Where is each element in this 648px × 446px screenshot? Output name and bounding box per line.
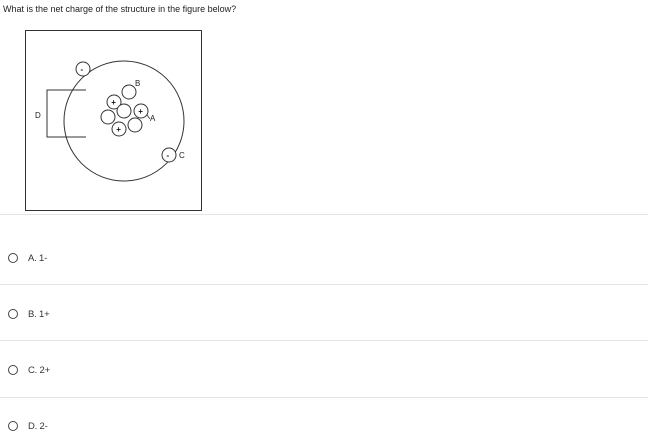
electron-orbit <box>63 60 185 182</box>
answer-option-c[interactable]: C. 2+ <box>6 358 50 382</box>
label-b: B <box>135 79 140 88</box>
radio-button-c[interactable] <box>8 365 18 375</box>
nucleus-neutron-bottom <box>127 117 143 133</box>
nucleus-neutron-left <box>100 109 116 125</box>
divider <box>0 340 648 341</box>
atom-diagram: D - + + + B A - C <box>35 60 185 182</box>
radio-button-a[interactable] <box>8 253 18 263</box>
question-text: What is the net charge of the structure … <box>3 4 237 14</box>
answer-option-d[interactable]: D. 2- <box>6 414 48 438</box>
proton-1-sign: + <box>111 98 116 107</box>
answer-option-b[interactable]: B. 1+ <box>6 302 50 326</box>
nucleus-neutron-b <box>121 84 137 100</box>
label-c: C <box>179 151 185 160</box>
electron-right-sign: - <box>167 151 170 160</box>
divider <box>0 214 648 215</box>
electron-top-sign: - <box>81 65 84 74</box>
nucleus-proton-1 <box>106 94 122 110</box>
label-a-pointer <box>146 114 151 120</box>
proton-3-sign: + <box>116 125 121 134</box>
divider <box>0 397 648 398</box>
proton-2-sign: + <box>138 107 143 116</box>
label-d: D <box>35 111 41 120</box>
nucleus-proton-3 <box>111 121 127 137</box>
electron-top <box>75 61 91 77</box>
nucleus-neutron-center <box>116 103 132 119</box>
radio-button-d[interactable] <box>8 421 18 431</box>
electron-right <box>161 147 177 163</box>
answer-option-c-label: C. 2+ <box>28 364 50 376</box>
radio-button-b[interactable] <box>8 309 18 319</box>
answer-option-b-label: B. 1+ <box>28 308 50 320</box>
answer-option-d-label: D. 2- <box>28 420 48 432</box>
atom-diagram-figure: D - + + + B A - C <box>25 30 202 211</box>
label-d-bracket <box>46 89 86 138</box>
answer-option-a-label: A. 1- <box>28 252 48 264</box>
nucleus-proton-2 <box>133 103 149 119</box>
label-a: A <box>150 114 156 123</box>
divider <box>0 284 648 285</box>
answer-option-a[interactable]: A. 1- <box>6 246 47 270</box>
